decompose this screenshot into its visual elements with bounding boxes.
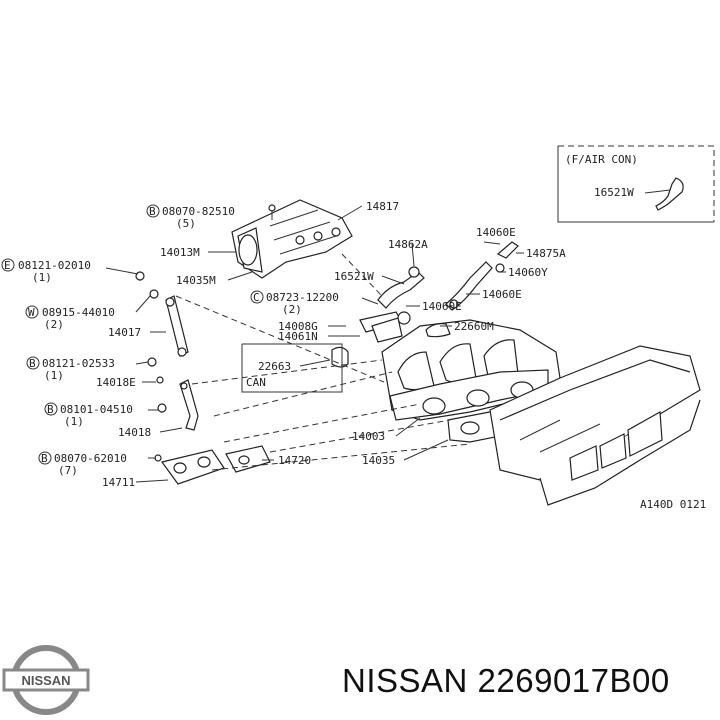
thermostat-housing (241, 317, 403, 393)
part-label: 14035M (176, 274, 216, 287)
part-label: 14003 (352, 430, 385, 443)
part-label: 14817 (366, 200, 399, 213)
intake-manifold (381, 319, 561, 421)
part-label: 08070-82510 (162, 205, 235, 218)
nissan-logo: NISSAN (2, 645, 90, 715)
part-labels: 08070-82510 (5) 14817 14013M 14035M 1486… (18, 200, 706, 511)
part-label: 08915-44010 (42, 306, 115, 319)
part-label: 14711 (102, 476, 135, 489)
diagram-reference: A140D 0121 (640, 498, 706, 511)
label-16521w-inset: 16521W (594, 186, 634, 199)
part-label: 14008G (278, 320, 318, 333)
part-qty: (1) (32, 271, 52, 284)
circle-letter: C (253, 291, 260, 304)
part-label: 22663 (258, 360, 291, 373)
part-label: 14060E (482, 288, 522, 301)
circle-letter: B (41, 452, 48, 465)
part-label: 14017 (108, 326, 141, 339)
part-label: 08121-02533 (42, 357, 115, 370)
part-qty: (2) (44, 318, 64, 331)
air-con-hose (655, 177, 684, 211)
air-con-inset: (F/AIR CON) 16521W (557, 145, 715, 223)
circle-letter: E (4, 259, 11, 272)
assembly-lines (175, 253, 471, 471)
cylinder-head (489, 345, 701, 506)
circle-letter: B (29, 357, 36, 370)
part-label: 08121-02010 (18, 259, 91, 272)
part-label: 14875A (526, 247, 566, 260)
part-qty: (1) (44, 369, 64, 382)
part-qty: (7) (58, 464, 78, 477)
part-label: 14720 (278, 454, 311, 467)
part-label: 14862A (388, 238, 428, 251)
part-label: 14060E (476, 226, 516, 239)
exhaust-gaskets (154, 445, 271, 485)
circle-markers: B E W C B B B (1, 204, 264, 465)
brackets (135, 271, 199, 431)
leader-lines (105, 205, 524, 483)
logo-text: NISSAN (21, 673, 70, 688)
part-label: 08723-12200 (266, 291, 339, 304)
part-qty: (5) (176, 217, 196, 230)
part-label: 22660M (454, 320, 494, 333)
water-hoses (359, 241, 519, 333)
part-label: 08101-04510 (60, 403, 133, 416)
part-label: 14035 (362, 454, 395, 467)
inset-title: (F/AIR CON) (565, 153, 638, 166)
part-label: CAN (246, 376, 266, 389)
part-label: 14018E (96, 376, 136, 389)
circle-letter: W (28, 306, 35, 319)
part-label: 14060Y (508, 266, 548, 279)
part-label: 08070-62010 (54, 452, 127, 465)
intake-collector (231, 199, 353, 279)
part-qty: (1) (64, 415, 84, 428)
part-label: 14060E (422, 300, 462, 313)
part-label: 14013M (160, 246, 200, 259)
part-label: 16521W (334, 270, 374, 283)
part-label: 14061N (278, 330, 318, 343)
part-label: 14018 (118, 426, 151, 439)
circle-letter: B (149, 205, 156, 218)
part-number-caption: NISSAN 2269017B00 (342, 662, 670, 699)
part-qty: (2) (282, 303, 302, 316)
circle-letter: B (47, 403, 54, 416)
